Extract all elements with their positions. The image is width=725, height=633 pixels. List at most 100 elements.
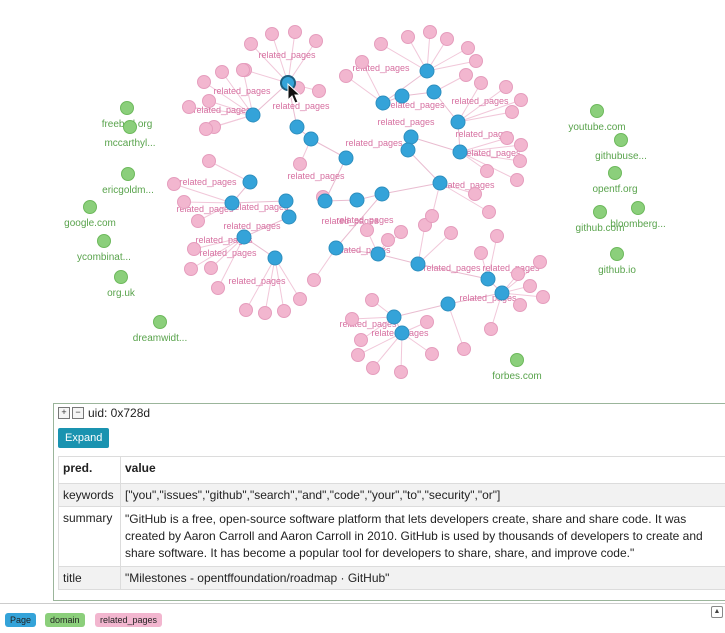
domain-node[interactable] [84,201,97,214]
related-page-node[interactable] [245,38,258,51]
page-node[interactable] [375,187,389,201]
domain-node[interactable] [98,235,111,248]
page-node[interactable] [243,175,257,189]
related-page-node[interactable] [382,234,395,247]
legend-page[interactable]: Page [5,613,36,627]
related-page-node[interactable] [266,28,279,41]
related-page-node[interactable] [178,196,191,209]
related-page-node[interactable] [278,305,291,318]
page-node[interactable] [279,194,293,208]
related-page-node[interactable] [375,38,388,51]
related-page-node[interactable] [308,274,321,287]
related-page-node[interactable] [340,70,353,83]
related-page-node[interactable] [203,155,216,168]
page-node[interactable] [411,257,425,271]
related-page-node[interactable] [355,334,368,347]
related-page-node[interactable] [200,123,213,136]
domain-node[interactable] [124,121,137,134]
domain-node[interactable] [615,134,628,147]
related-page-node[interactable] [481,165,494,178]
page-node[interactable] [339,151,353,165]
related-page-node[interactable] [192,215,205,228]
related-page-node[interactable] [395,226,408,239]
related-page-node[interactable] [441,33,454,46]
page-node[interactable] [433,176,447,190]
page-node[interactable] [420,64,434,78]
page-node[interactable] [376,96,390,110]
related-page-node[interactable] [402,31,415,44]
page-node[interactable] [290,120,304,134]
related-page-node[interactable] [188,243,201,256]
related-page-node[interactable] [366,294,379,307]
page-node[interactable] [427,85,441,99]
scroll-up-icon[interactable]: ▲ [711,606,723,618]
page-node[interactable] [387,310,401,324]
page-node[interactable] [225,196,239,210]
related-page-node[interactable] [185,263,198,276]
related-page-node[interactable] [310,35,323,48]
related-page-node[interactable] [183,101,196,114]
page-node[interactable] [401,143,415,157]
related-page-node[interactable] [501,132,514,145]
related-page-node[interactable] [537,291,550,304]
domain-node[interactable] [121,102,134,115]
related-page-node[interactable] [469,188,482,201]
domain-node[interactable] [632,202,645,215]
legend-related-pages[interactable]: related_pages [95,613,162,627]
related-page-node[interactable] [475,247,488,260]
page-node[interactable] [495,286,509,300]
expand-button[interactable]: Expand [58,428,109,448]
related-page-node[interactable] [294,293,307,306]
related-page-node[interactable] [475,77,488,90]
related-page-node[interactable] [515,139,528,152]
related-page-node[interactable] [240,304,253,317]
related-page-node[interactable] [500,81,513,94]
related-page-node[interactable] [506,106,519,119]
domain-node[interactable] [511,354,524,367]
related-page-node[interactable] [203,95,216,108]
related-page-node[interactable] [294,158,307,171]
related-page-node[interactable] [512,268,525,281]
page-node[interactable] [453,145,467,159]
page-node[interactable] [304,132,318,146]
page-node[interactable] [318,194,332,208]
page-node[interactable] [329,241,343,255]
related-page-node[interactable] [259,307,272,320]
related-page-node[interactable] [426,210,439,223]
page-node[interactable] [246,108,260,122]
related-page-node[interactable] [356,56,369,69]
related-page-node[interactable] [313,85,326,98]
page-node[interactable] [451,115,465,129]
page-node[interactable] [404,130,418,144]
related-page-node[interactable] [515,94,528,107]
related-page-node[interactable] [426,348,439,361]
related-page-node[interactable] [462,42,475,55]
related-page-node[interactable] [168,178,181,191]
domain-node[interactable] [154,316,167,329]
page-node[interactable] [268,251,282,265]
domain-node[interactable] [115,271,128,284]
related-page-node[interactable] [524,280,537,293]
expand-all-icon[interactable]: + [58,407,70,419]
page-node[interactable] [481,272,495,286]
page-node[interactable] [282,210,296,224]
related-page-node[interactable] [511,174,524,187]
related-page-node[interactable] [289,26,302,39]
domain-node[interactable] [611,248,624,261]
domain-node[interactable] [122,168,135,181]
page-node[interactable] [371,247,385,261]
related-page-node[interactable] [205,262,218,275]
related-page-node[interactable] [346,313,359,326]
related-page-node[interactable] [237,64,250,77]
page-node[interactable] [441,297,455,311]
related-page-node[interactable] [514,155,527,168]
domain-node[interactable] [591,105,604,118]
related-page-node[interactable] [216,66,229,79]
legend-domain[interactable]: domain [45,613,85,627]
related-page-node[interactable] [534,256,547,269]
related-page-node[interactable] [212,282,225,295]
related-page-node[interactable] [491,230,504,243]
related-page-node[interactable] [458,343,471,356]
page-node[interactable] [350,193,364,207]
